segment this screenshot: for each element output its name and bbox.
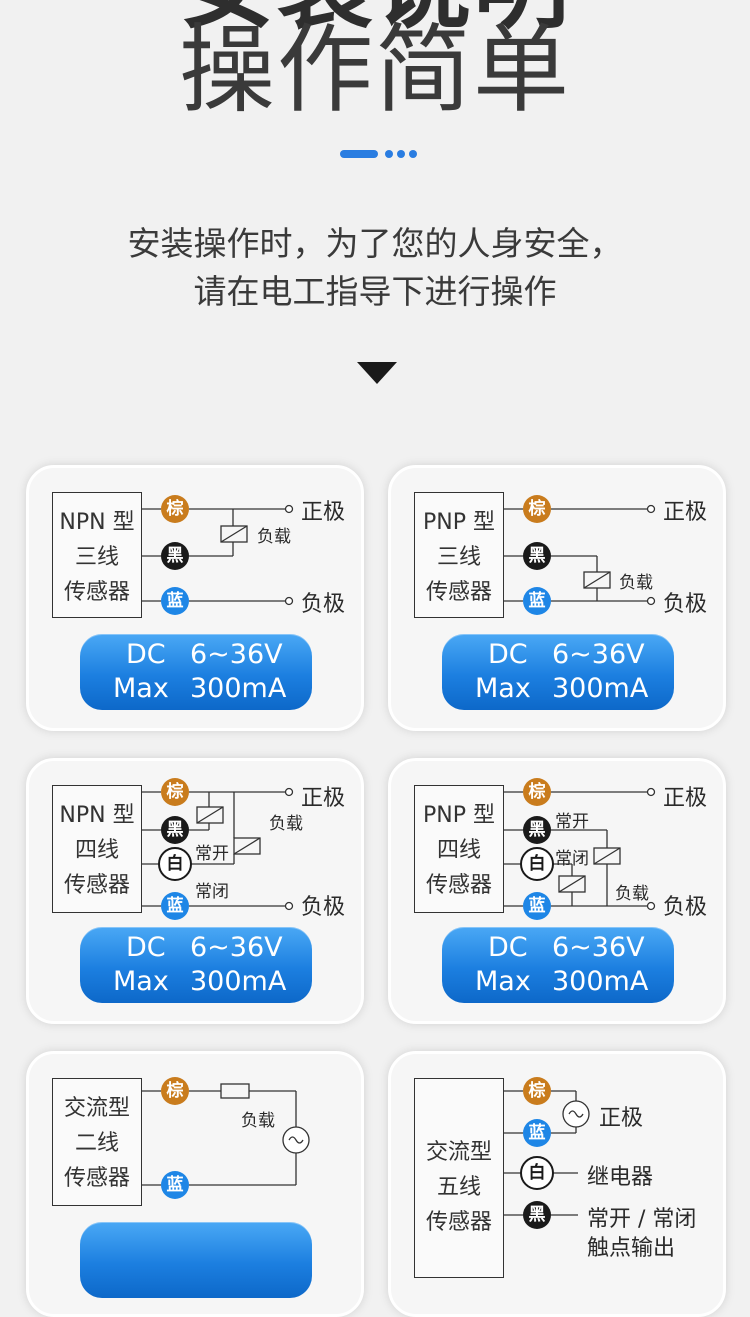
ac-2wire-diagram — [142, 1083, 310, 1186]
ac-5wire-diagram — [504, 1090, 590, 1216]
down-arrow-icon — [357, 362, 397, 384]
blue-wire-badge: 蓝 — [161, 1171, 189, 1199]
pnp-3wire-diagram — [504, 504, 656, 606]
brown-wire-badge: 棕 — [161, 778, 189, 806]
black-wire-badge: 黑 — [523, 542, 551, 570]
power-spec-pill — [80, 1222, 312, 1298]
brown-wire-badge: 棕 — [161, 495, 189, 523]
negative-terminal-label: 负极 — [301, 895, 346, 920]
load-label: 负载 — [241, 1111, 275, 1131]
sensor-label-box: 交流型二线传感器 — [52, 1078, 142, 1206]
normally-closed-label: 常闭 — [555, 849, 589, 869]
positive-terminal-label: 正极 — [663, 500, 708, 525]
black-wire-badge: 黑 — [161, 816, 189, 844]
brown-wire-badge: 棕 — [523, 495, 551, 523]
sensor-label-box: PNP 型三线传感器 — [414, 492, 504, 618]
brown-wire-badge: 棕 — [523, 1077, 551, 1105]
blue-wire-badge: 蓝 — [161, 587, 189, 615]
positive-terminal-label: 正极 — [301, 500, 346, 525]
pnp-4wire-diagram — [504, 787, 656, 911]
black-wire-badge: 黑 — [523, 1201, 551, 1229]
load-label: 负载 — [619, 573, 653, 593]
brown-wire-badge: 棕 — [523, 778, 551, 806]
relay-label: 继电器 — [587, 1165, 654, 1190]
brown-wire-badge: 棕 — [161, 1077, 189, 1105]
positive-terminal-label: 正极 — [599, 1106, 644, 1131]
sensor-label-box: NPN 型四线传感器 — [52, 785, 142, 913]
blue-wire-badge: 蓝 — [523, 587, 551, 615]
normally-closed-label: 常闭 — [195, 882, 229, 902]
blue-wire-badge: 蓝 — [523, 1119, 551, 1147]
contact-output-label: 触点输出 — [587, 1236, 676, 1261]
npn-4wire-diagram — [142, 787, 294, 911]
positive-terminal-label: 正极 — [663, 786, 708, 811]
positive-terminal-label: 正极 — [301, 786, 346, 811]
blue-wire-badge: 蓝 — [161, 892, 189, 920]
load-label: 负载 — [615, 884, 649, 904]
sensor-label-box: PNP 型四线传感器 — [414, 785, 504, 913]
black-wire-badge: 黑 — [161, 542, 189, 570]
safety-notice-line-1: 安装操作时，为了您的人身安全， — [127, 224, 623, 263]
black-wire-badge: 黑 — [523, 816, 551, 844]
negative-terminal-label: 负极 — [663, 592, 708, 617]
white-wire-badge: 白 — [520, 847, 554, 881]
safety-notice-line-2: 请在电工指导下进行操作 — [193, 272, 557, 311]
blue-wire-badge: 蓝 — [523, 892, 551, 920]
section-title: 操作简单 — [179, 14, 571, 126]
sensor-label-box: 交流型五线传感器 — [414, 1078, 504, 1278]
no-nc-label: 常开 / 常闭 — [587, 1207, 697, 1232]
load-label: 负载 — [257, 527, 291, 547]
wiring-card-ac-2wire: 交流型二线传感器 棕 蓝 负载 — [26, 1051, 364, 1317]
previous-section-title: 安装说明 — [0, 0, 750, 34]
negative-terminal-label: 负极 — [663, 895, 708, 920]
normally-open-label: 常开 — [555, 812, 589, 832]
load-label: 负载 — [269, 814, 303, 834]
npn-3wire-diagram — [142, 504, 294, 606]
white-wire-badge: 白 — [520, 1156, 554, 1190]
wiring-card-ac-5wire: 交流型五线传感器 棕 蓝 白 黑 正极 继电器 常开 / 常闭 触点输出 — [388, 1051, 726, 1317]
normally-open-label: 常开 — [195, 844, 229, 864]
negative-terminal-label: 负极 — [301, 592, 346, 617]
white-wire-badge: 白 — [158, 847, 192, 881]
sensor-label-box: NPN 型三线传感器 — [52, 492, 142, 618]
